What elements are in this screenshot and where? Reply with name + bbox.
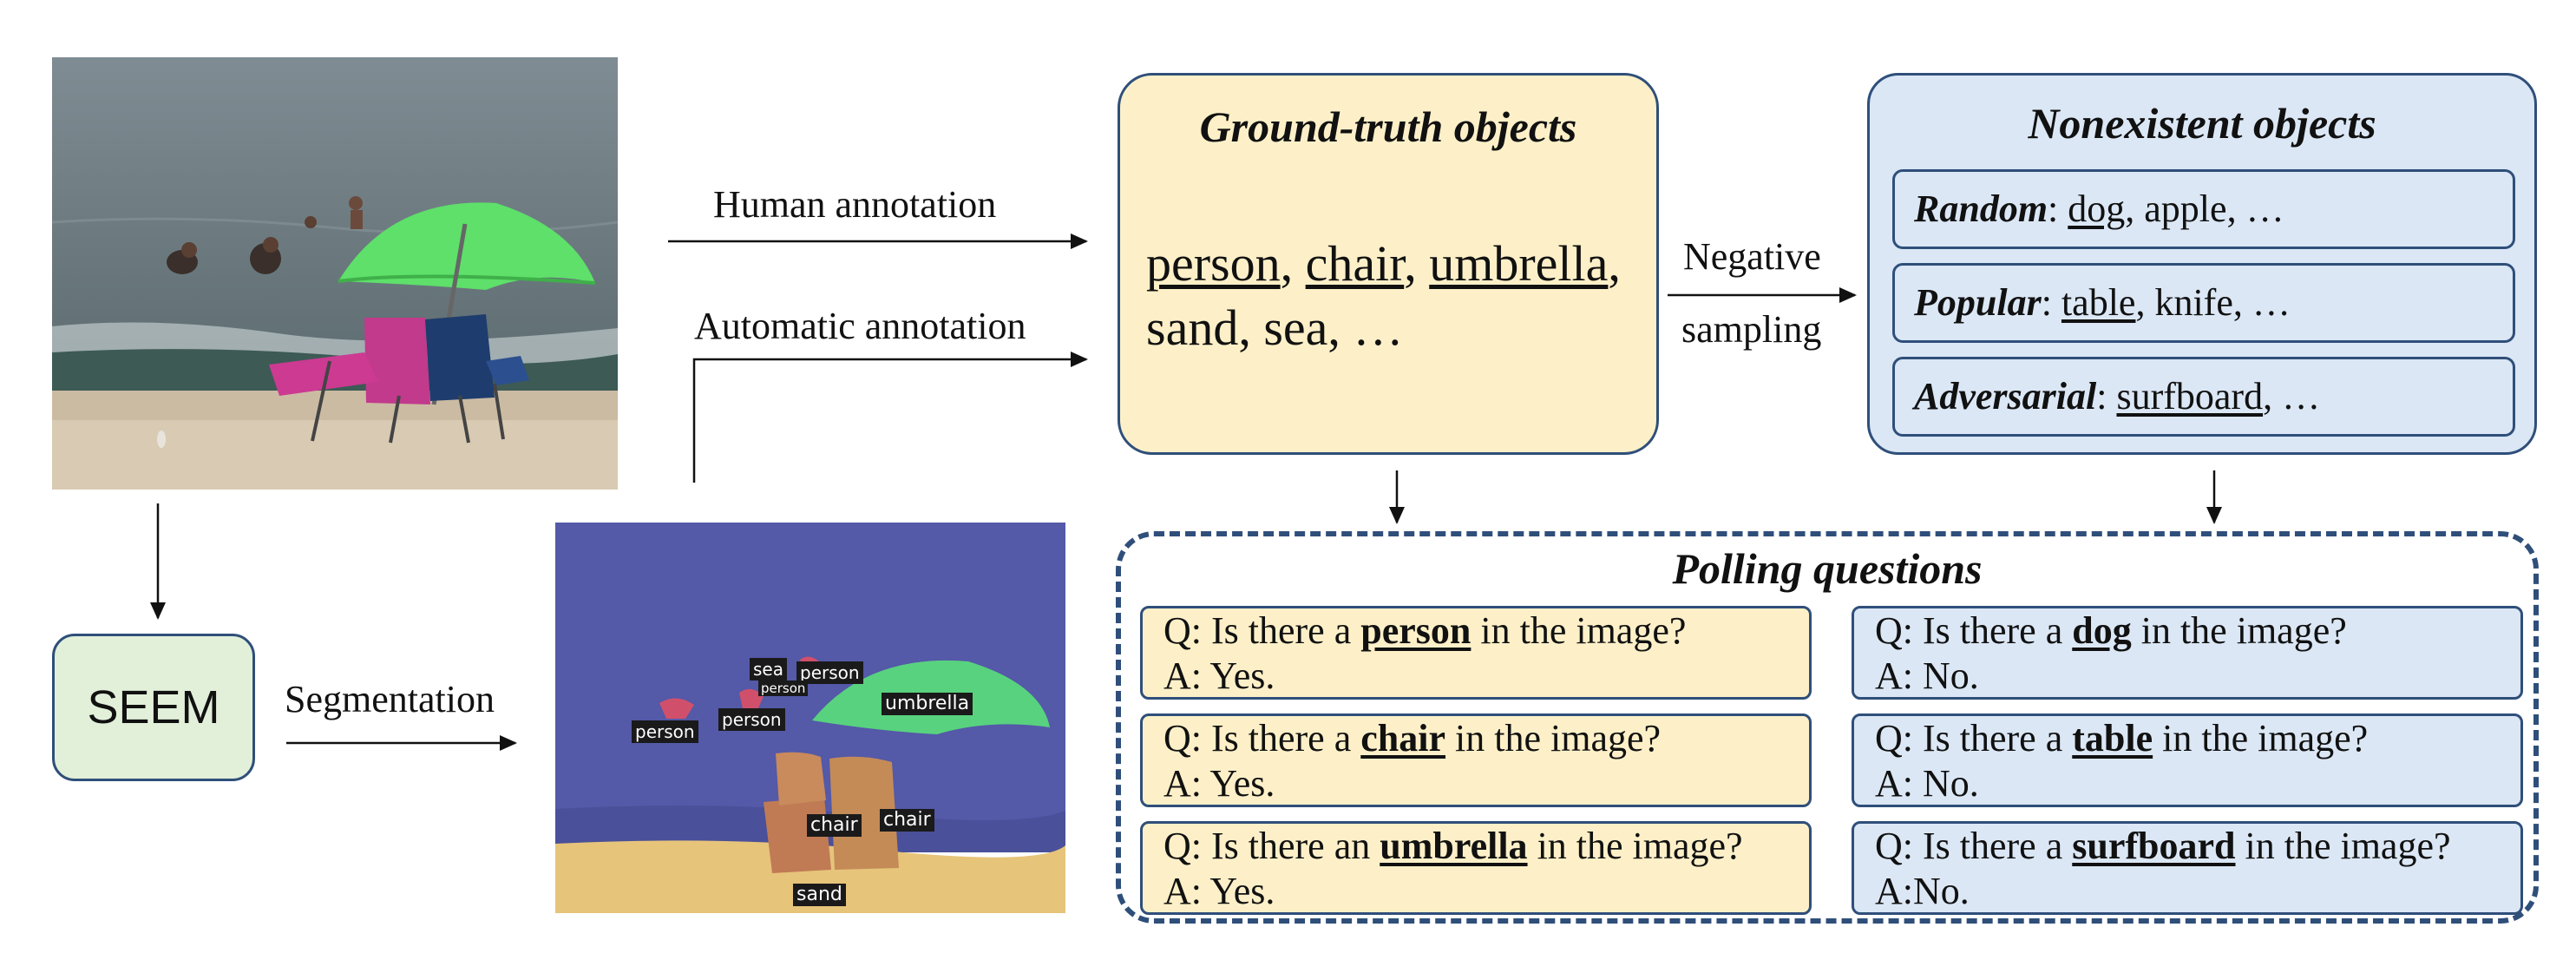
nonexistent-rest-adversarial: , … <box>2263 375 2321 418</box>
question-line: Q: Is there a chair in the image? <box>1163 717 1662 759</box>
question-object: chair <box>1360 717 1446 759</box>
seg-tag-person-top-small: person <box>758 681 809 696</box>
question-line: Q: Is there a surfboard in the image? <box>1875 825 2451 867</box>
strategy-adversarial: Adversarial <box>1914 375 2097 418</box>
question-object: surfboard <box>2072 825 2236 867</box>
gt-object-sea: sea <box>1263 299 1328 356</box>
polling-title: Polling questions <box>1672 544 1983 593</box>
question-line: Q: Is there a table in the image? <box>1875 717 2369 759</box>
nonexistent-objects-box: Nonexistent objects Random: dog, apple, … <box>1867 73 2537 455</box>
label-negative-sampling-line1: Negative <box>1683 235 1821 278</box>
automatic-annotation-arrow <box>692 352 1088 483</box>
gt-object-sand: sand <box>1146 299 1239 356</box>
gt-object-person: person <box>1146 235 1281 292</box>
answer-line: A: No. <box>1875 762 1979 805</box>
ground-truth-objects-box: Ground-truth objects person, chair, umbr… <box>1118 73 1659 455</box>
qa-negative-surfboard: Q: Is there a surfboard in the image? A:… <box>1852 821 2523 915</box>
question-line: Q: Is there a person in the image? <box>1163 609 1687 652</box>
nonexistent-first-random: dog <box>2068 187 2126 230</box>
seg-tag-sea: sea <box>750 658 787 681</box>
nonexistent-rest-random: , apple, … <box>2125 187 2284 230</box>
question-line: Q: Is there a dog in the image? <box>1875 609 2347 652</box>
qa-positive-chair: Q: Is there a chair in the image? A: Yes… <box>1140 713 1812 807</box>
segmentation-image: sea person person person person umbrella… <box>555 523 1065 913</box>
question-object: table <box>2072 717 2153 759</box>
nonexistent-first-adversarial: surfboard <box>2116 375 2264 418</box>
segmentation-masks <box>555 523 1065 913</box>
qa-negative-dog: Q: Is there a dog in the image? A: No. <box>1852 606 2523 700</box>
seg-tag-sand: sand <box>793 884 846 906</box>
label-negative-sampling-line2: sampling <box>1681 308 1822 351</box>
nonexistent-item-adversarial: Adversarial: surfboard, … <box>1892 357 2515 437</box>
seg-tag-person-middle: person <box>718 708 785 731</box>
answer-line: A: Yes. <box>1163 762 1275 805</box>
seem-model-box: SEEM <box>52 634 255 781</box>
seg-tag-person-top-right: person <box>796 661 863 684</box>
seg-tag-person-left: person <box>632 720 698 743</box>
nonexistent-title: Nonexistent objects <box>2028 99 2376 148</box>
answer-line: A: No. <box>1875 654 1979 697</box>
nonexistent-item-random: Random: dog, apple, … <box>1892 169 2515 249</box>
qa-negative-table: Q: Is there a table in the image? A: No. <box>1852 713 2523 807</box>
polling-questions-box: Polling questions Q: Is there a person i… <box>1116 531 2539 924</box>
gt-ellipsis: … <box>1353 299 1404 356</box>
gt-object-umbrella: umbrella <box>1429 235 1609 292</box>
label-automatic-annotation: Automatic annotation <box>694 305 1026 347</box>
qa-positive-person: Q: Is there a person in the image? A: Ye… <box>1140 606 1812 700</box>
nonexistent-rest-popular: , knife, … <box>2135 281 2291 324</box>
answer-line: A: Yes. <box>1163 870 1275 912</box>
seem-label: SEEM <box>87 681 220 733</box>
strategy-popular: Popular <box>1914 281 2042 324</box>
ground-truth-object-list: person, chair, umbrella,sand, sea, … <box>1146 235 1621 356</box>
question-object: umbrella <box>1380 825 1528 867</box>
label-human-annotation: Human annotation <box>713 183 997 226</box>
question-line: Q: Is there an umbrella in the image? <box>1163 825 1743 867</box>
question-object: person <box>1360 609 1472 652</box>
question-object: dog <box>2072 609 2132 652</box>
seg-tag-chair-left: chair <box>807 814 862 837</box>
nonexistent-item-popular: Popular: table, knife, … <box>1892 263 2515 343</box>
answer-line: A: Yes. <box>1163 654 1275 697</box>
gt-object-chair: chair <box>1305 235 1405 292</box>
label-segmentation: Segmentation <box>285 678 495 720</box>
answer-line: A:No. <box>1875 870 1970 912</box>
nonexistent-first-popular: table <box>2061 281 2136 324</box>
ground-truth-title: Ground-truth objects <box>1199 102 1577 151</box>
seg-tag-umbrella: umbrella <box>882 693 973 715</box>
qa-positive-umbrella: Q: Is there an umbrella in the image? A:… <box>1140 821 1812 915</box>
strategy-random: Random <box>1914 187 2048 230</box>
seg-tag-chair-right: chair <box>880 809 934 832</box>
beach-photo <box>52 57 618 490</box>
